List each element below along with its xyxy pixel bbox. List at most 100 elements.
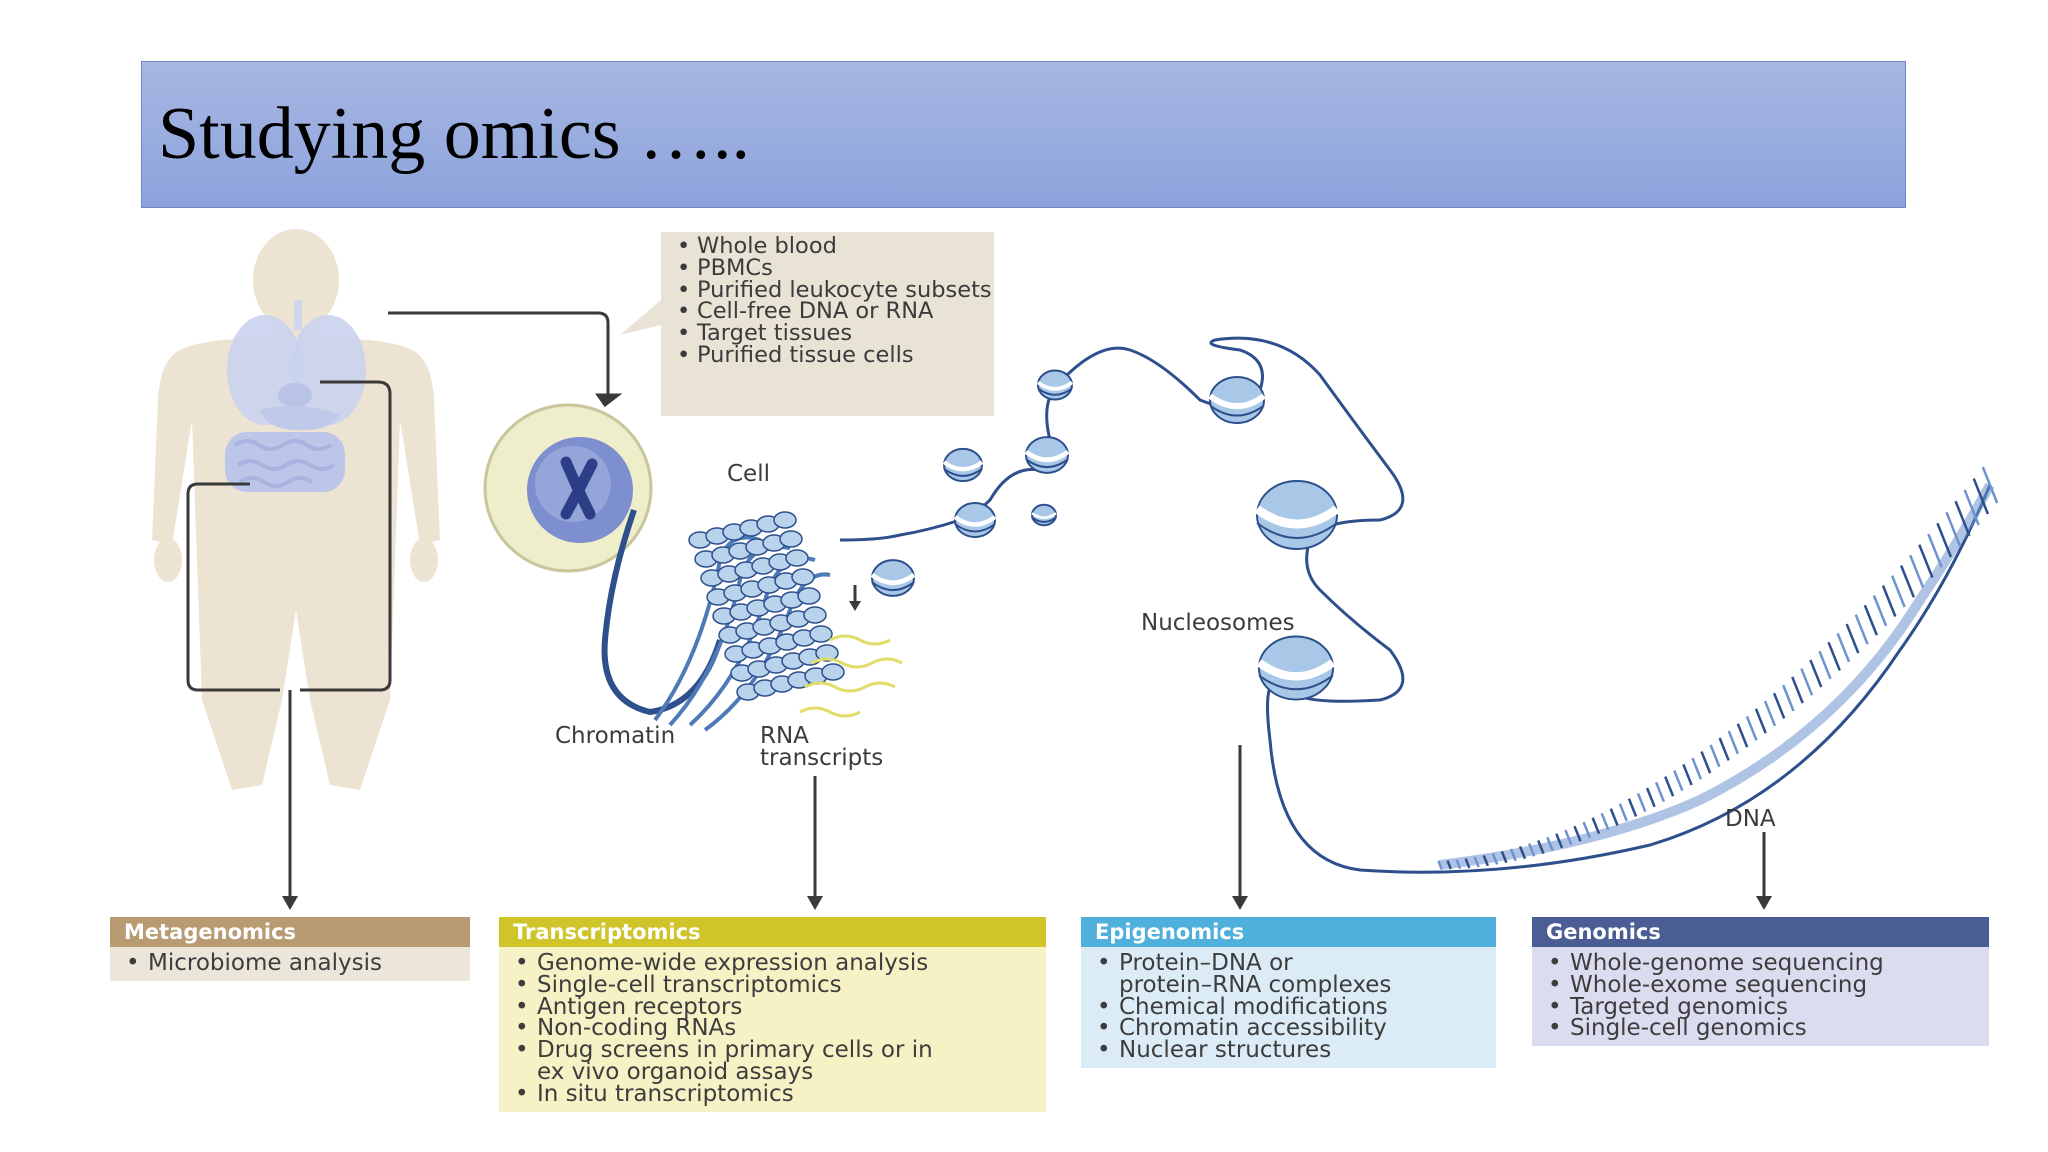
panel-list-item: Chromatin accessibility bbox=[1095, 1017, 1496, 1040]
dna-helix-rung bbox=[1800, 668, 1814, 696]
nucleosome bbox=[1036, 369, 1074, 401]
arrow-epigenomics bbox=[1232, 745, 1248, 910]
dna-helix-rung bbox=[1546, 836, 1554, 852]
panel-metagenomics-list: Microbiome analysis bbox=[124, 952, 470, 975]
nucleosomes bbox=[870, 369, 1340, 701]
dna-helix-rung bbox=[1618, 803, 1628, 822]
nucleosome bbox=[942, 447, 984, 483]
sample-sources-list: Whole bloodPBMCsPurified leukocyte subse… bbox=[661, 232, 994, 367]
dna-helix-rung bbox=[1836, 632, 1851, 663]
dna-helix-rung bbox=[1936, 522, 1953, 558]
label-nucleosomes: Nucleosomes bbox=[1141, 610, 1295, 636]
dna-helix-rung bbox=[1437, 860, 1443, 870]
chromatin-bead bbox=[815, 644, 839, 662]
dna-helix-rung bbox=[1827, 641, 1841, 671]
dna-helix-rung bbox=[1509, 848, 1517, 862]
panel-transcriptomics-body: Genome-wide expression analysisSingle-ce… bbox=[499, 947, 1046, 1112]
arrow-transcriptomics bbox=[807, 776, 823, 910]
dna-helix-rung bbox=[1709, 744, 1721, 768]
panel-transcriptomics-title: Transcriptomics bbox=[499, 917, 1046, 947]
dna-helix-rung bbox=[1627, 798, 1638, 817]
nucleosome bbox=[1031, 503, 1057, 527]
panel-genomics-list: Whole-genome sequencingWhole-exome seque… bbox=[1546, 952, 1989, 1040]
dna-helix-rung bbox=[1945, 511, 1962, 547]
dna-helix-rung bbox=[1464, 858, 1471, 869]
sample-source-item: Target tissues bbox=[675, 322, 997, 345]
dna-helix-rung bbox=[1573, 825, 1582, 842]
sample-sources-box: Whole bloodPBMCsPurified leukocyte subse… bbox=[661, 232, 994, 416]
dna-helix-rung bbox=[1446, 860, 1453, 870]
dna-helix-rung bbox=[1582, 821, 1591, 838]
panel-list-item: Single-cell transcriptomics bbox=[513, 973, 1046, 997]
panel-list-item: ex vivo organoid assays bbox=[537, 1058, 814, 1085]
dna-helix-rung bbox=[1782, 684, 1795, 712]
dna-helix-rung bbox=[1890, 575, 1906, 608]
dna-helix-rung bbox=[1664, 776, 1675, 797]
panel-list-item: Genome-wide expression analysis bbox=[513, 952, 1046, 975]
panel-list-item: Antigen receptors bbox=[513, 995, 1046, 1019]
dna-helix-rung bbox=[1727, 730, 1740, 755]
panel-transcriptomics: Transcriptomics Genome-wide expression a… bbox=[499, 917, 1046, 1112]
dna-helix-rung bbox=[1600, 812, 1610, 831]
dna-helix-rung bbox=[1927, 533, 1943, 568]
dna-helix-rung bbox=[1455, 859, 1462, 870]
arrow-metagenomics bbox=[282, 896, 298, 910]
nucleosome bbox=[1254, 480, 1340, 550]
dna-helix-rung bbox=[1899, 565, 1916, 598]
dna-helix-rung bbox=[1809, 659, 1823, 688]
chromatin-bead bbox=[803, 606, 827, 624]
chromatin-bead bbox=[773, 511, 797, 529]
dna-helix-rung bbox=[1491, 853, 1499, 865]
dna-helix-rung bbox=[1845, 623, 1860, 654]
dna-helix-rung bbox=[1872, 595, 1888, 627]
nucleosome bbox=[1024, 436, 1070, 474]
dna-helix-rung bbox=[1473, 856, 1480, 868]
dna-strand bbox=[839, 336, 1992, 874]
dna-helix-rung bbox=[1745, 715, 1758, 741]
dna-helix-rung bbox=[1527, 843, 1536, 857]
panel-list-item: Single-cell genomics bbox=[1546, 1017, 1989, 1040]
label-rna-line1: RNA bbox=[760, 723, 809, 749]
dna-helix-rung bbox=[1609, 808, 1619, 826]
dna-helix-rung bbox=[1981, 466, 1999, 504]
nucleosome bbox=[870, 559, 916, 597]
dna-helix bbox=[1439, 482, 1995, 870]
connector-lines bbox=[186, 311, 623, 898]
dna-helix-rung bbox=[1591, 817, 1601, 835]
dna-helix-rung bbox=[1518, 845, 1527, 860]
panel-metagenomics: Metagenomics Microbiome analysis bbox=[110, 917, 470, 981]
panel-list-item: In situ transcriptomics bbox=[513, 1082, 1046, 1106]
sample-source-item: Whole blood bbox=[675, 235, 997, 258]
dna-helix-rung bbox=[1636, 792, 1647, 813]
panel-list-item: Protein–DNA or bbox=[1095, 952, 1496, 975]
nucleosome bbox=[1208, 376, 1266, 424]
dna-helix-rung bbox=[1791, 676, 1804, 704]
dna-helix-rung bbox=[1909, 554, 1925, 588]
panel-metagenomics-body: Microbiome analysis bbox=[110, 947, 470, 981]
chromatin-beads bbox=[688, 511, 845, 701]
dna-helix-rung bbox=[1654, 781, 1666, 803]
dna-helix-rung bbox=[1537, 840, 1545, 855]
dna-helix-rung bbox=[1881, 585, 1897, 617]
dna-helix-rung bbox=[1718, 737, 1730, 761]
dna-helix-rung bbox=[1918, 544, 1934, 578]
panel-epigenomics-title: Epigenomics bbox=[1081, 917, 1496, 947]
nucleosome bbox=[953, 502, 997, 538]
cell-illustration bbox=[483, 403, 653, 573]
panel-genomics-body: Whole-genome sequencingWhole-exome seque… bbox=[1532, 947, 1989, 1047]
chromatin-bead bbox=[779, 530, 803, 548]
dna-helix-rung bbox=[1555, 833, 1564, 849]
chromatin-bead bbox=[809, 625, 833, 643]
panel-list-item: Chemical modifications bbox=[1095, 995, 1496, 1019]
sample-source-item: Purified tissue cells bbox=[675, 344, 997, 367]
dna-helix-rung bbox=[1818, 650, 1832, 680]
dna-helix-rung bbox=[1772, 692, 1786, 719]
organs bbox=[225, 300, 366, 492]
dna-helix-rung bbox=[1954, 500, 1971, 537]
dna-helix-rung bbox=[1736, 723, 1749, 748]
chromatin-bead bbox=[785, 549, 809, 567]
